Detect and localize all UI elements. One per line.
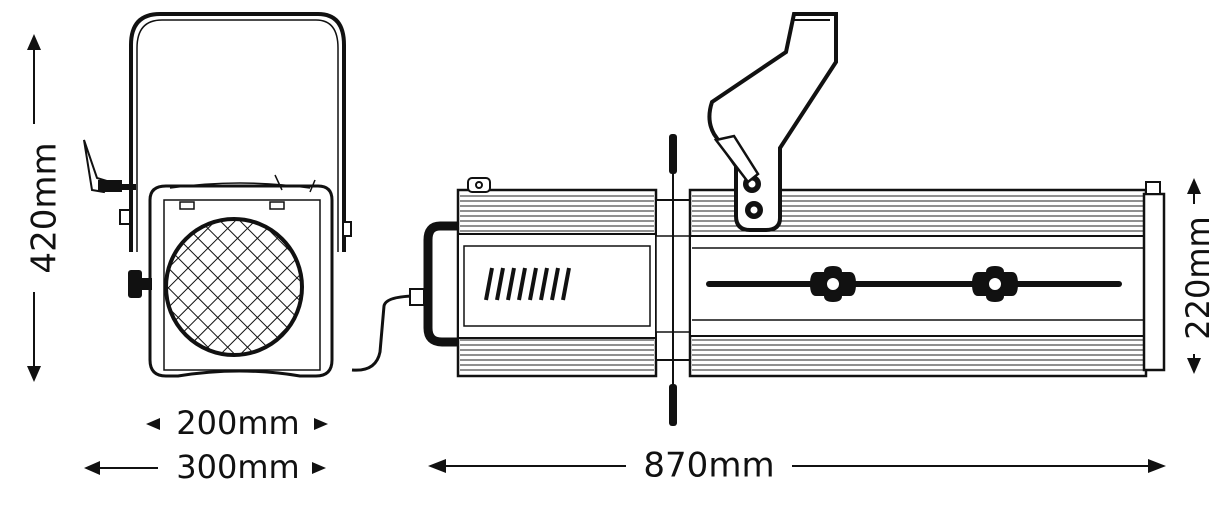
shutter-rod-top bbox=[669, 134, 677, 174]
vent-slots bbox=[484, 267, 571, 301]
tilt-knob bbox=[128, 270, 152, 298]
zoom-knob-1 bbox=[810, 266, 856, 302]
zoom-knob-2 bbox=[972, 266, 1018, 302]
front-view bbox=[83, 12, 352, 378]
label-420mm: 420mm bbox=[25, 142, 65, 273]
yoke-lock-handle bbox=[83, 139, 136, 194]
dim-width-front: 200mm bbox=[146, 404, 328, 442]
dim-width-bracket: 300mm bbox=[84, 448, 326, 486]
shutter-rod-bottom bbox=[669, 384, 677, 426]
dim-length: 870mm bbox=[428, 446, 1166, 486]
label-200mm: 200mm bbox=[176, 404, 299, 442]
side-view bbox=[351, 12, 1166, 426]
power-cable bbox=[351, 294, 419, 372]
rear-handle bbox=[423, 221, 462, 347]
yoke-arm bbox=[707, 12, 838, 232]
dim-height-body: 220mm bbox=[1179, 178, 1217, 374]
rear-cooling-fins bbox=[460, 195, 654, 371]
zoom-slot bbox=[706, 281, 1122, 287]
label-870mm: 870mm bbox=[643, 446, 774, 486]
dim-height-total: 420mm bbox=[25, 34, 65, 382]
label-220mm: 220mm bbox=[1179, 216, 1217, 339]
front-lens-mesh bbox=[164, 217, 304, 357]
label-300mm: 300mm bbox=[176, 448, 299, 486]
